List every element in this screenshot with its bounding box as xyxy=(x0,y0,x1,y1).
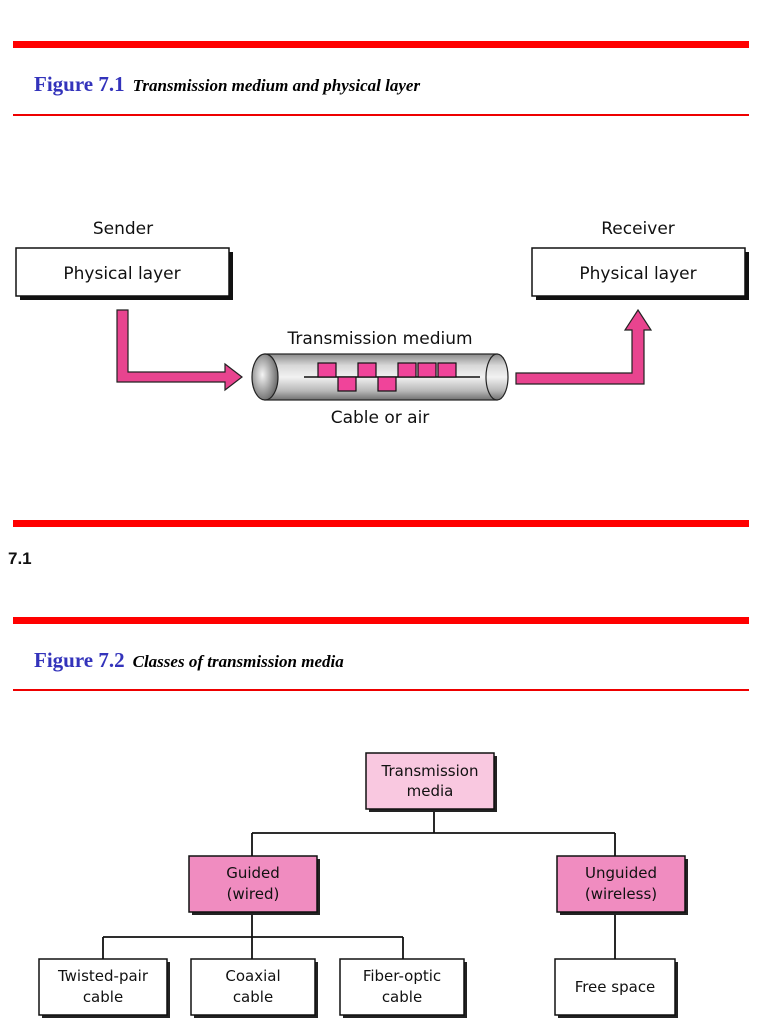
digital-signal-waveform xyxy=(304,362,480,392)
node-text: Unguided xyxy=(585,864,657,882)
signal-high-bit xyxy=(437,362,457,378)
node-text: Fiber-optic xyxy=(363,967,441,985)
figure-7-2-caption: Figure 7.2 Classes of transmission media xyxy=(34,648,344,673)
section-rule xyxy=(13,520,749,527)
node-text: cable xyxy=(382,988,422,1006)
figure-number: Figure 7.1 xyxy=(34,72,125,96)
root-node-transmission-media: Transmission media xyxy=(365,752,497,812)
receiver-box-text: Physical layer xyxy=(579,264,696,284)
node-text: Transmission xyxy=(381,762,479,780)
node-text: Free space xyxy=(575,978,656,996)
node-text: (wired) xyxy=(227,885,280,903)
node-twisted-pair-cable: Twisted-pair cable xyxy=(38,958,170,1018)
node-unguided-wireless: Unguided (wireless) xyxy=(556,855,688,915)
node-text: media xyxy=(407,782,454,800)
sender-label: Sender xyxy=(93,219,153,239)
caption-rule xyxy=(13,689,749,691)
medium-sublabel: Cable or air xyxy=(331,408,430,428)
receiver-arrow-icon xyxy=(515,308,653,385)
node-guided-wired: Guided (wired) xyxy=(188,855,320,915)
transmission-medium-cylinder-icon xyxy=(251,353,509,401)
signal-high-bit xyxy=(417,362,437,378)
signal-low-bit xyxy=(377,376,397,392)
figure-title: Transmission medium and physical layer xyxy=(132,76,421,95)
receiver-label: Receiver xyxy=(601,219,675,239)
node-coaxial-cable: Coaxial cable xyxy=(190,958,318,1018)
signal-low-bit xyxy=(337,376,357,392)
node-text: Guided xyxy=(226,864,280,882)
receiver-physical-layer-box: Physical layer xyxy=(531,247,749,300)
node-text: (wireless) xyxy=(585,885,657,903)
sender-physical-layer-box: Physical layer xyxy=(15,247,233,300)
signal-high-bit xyxy=(397,362,417,378)
figure-7-2-tree-diagram: Transmission media Guided (wired) Unguid… xyxy=(38,752,688,1018)
node-fiber-optic-cable: Fiber-optic cable xyxy=(339,958,467,1018)
node-free-space: Free space xyxy=(554,958,678,1018)
signal-high-bit xyxy=(357,362,377,378)
figure-number: Figure 7.2 xyxy=(34,648,125,672)
figure-7-1-caption: Figure 7.1 Transmission medium and physic… xyxy=(34,72,420,97)
sender-box-text: Physical layer xyxy=(63,264,180,284)
figure-title: Classes of transmission media xyxy=(132,652,344,671)
medium-label: Transmission medium xyxy=(286,329,472,349)
top-rule xyxy=(13,41,749,48)
node-text: Coaxial xyxy=(225,967,280,985)
caption-rule xyxy=(13,114,749,116)
signal-high-bit xyxy=(317,362,337,378)
tree-connectors xyxy=(102,809,616,959)
node-text: cable xyxy=(83,988,123,1006)
node-text: cable xyxy=(233,988,273,1006)
sender-arrow-icon xyxy=(116,309,243,392)
node-text: Twisted-pair xyxy=(57,967,149,985)
figure-7-1-diagram: Sender Physical layer Transmission mediu… xyxy=(15,219,749,428)
figure-7-2-top-rule xyxy=(13,617,749,624)
section-number: 7.1 xyxy=(8,549,32,568)
